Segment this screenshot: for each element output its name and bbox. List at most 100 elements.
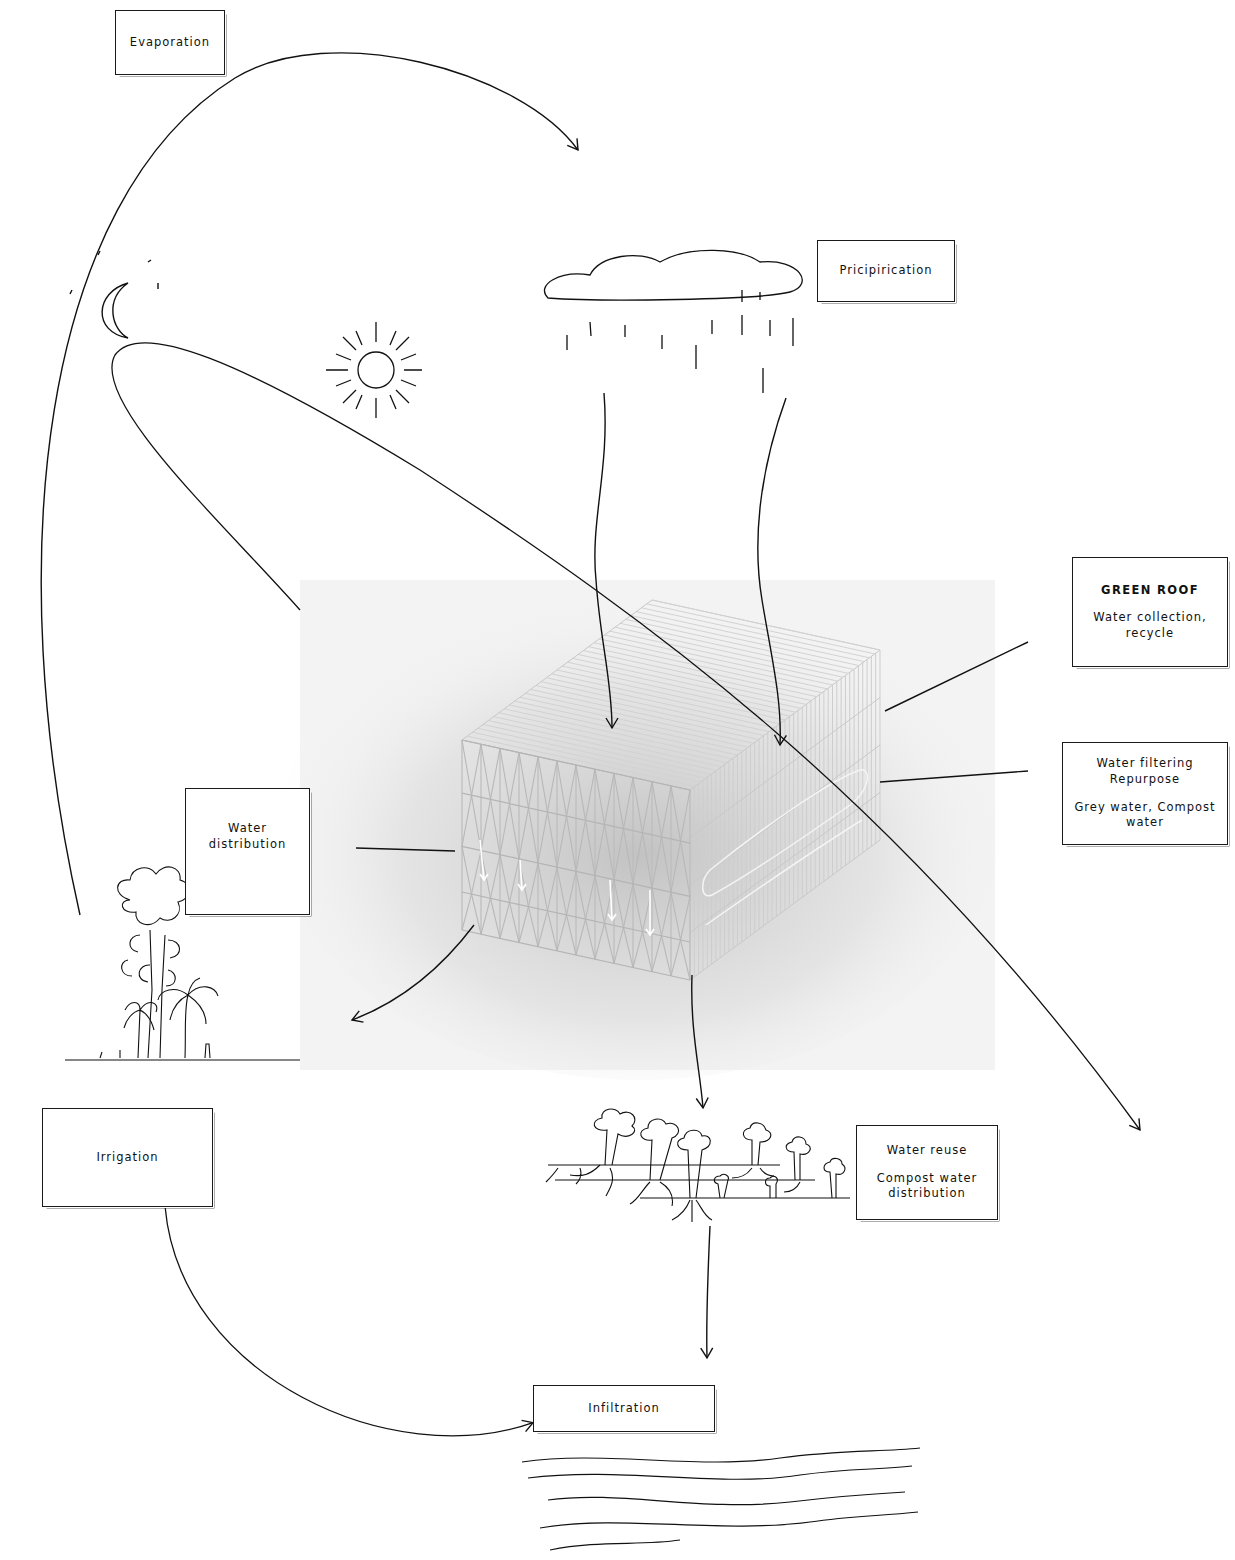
trees [148,930,165,1058]
lattice-member [481,744,491,799]
box-body: Water collection, recycle [1083,610,1217,641]
water-flow-arrow [608,880,616,920]
lattice-member [529,907,539,947]
box-heading: Infiltration [588,1401,659,1417]
lattice-member [605,824,615,879]
evaporation-box: Evaporation [115,10,225,75]
lattice-member [519,753,529,808]
lattice-member [651,782,652,972]
lattice-member [595,923,605,959]
lattice-member [633,884,643,932]
lattice-member [576,820,586,871]
flow-arrow [352,925,474,1020]
trees [65,1059,300,1060]
lattice-member [576,871,586,919]
plants [641,1119,679,1180]
lattice-member [557,816,567,867]
water-flow-arrow [480,840,488,880]
lattice-member [519,907,529,943]
lattice-member [481,898,491,934]
lattice-member [689,790,690,980]
lattice-member [690,790,691,980]
plants [714,1174,777,1198]
lattice-member [652,888,662,936]
flow-connector [165,1207,533,1436]
lattice-member [662,936,672,976]
lattice-member [670,786,671,976]
rain-arrows [758,398,786,745]
lattice-member [652,782,662,837]
precipitation-box: Pricipirication [817,240,955,302]
lattice-building [462,600,880,980]
lattice-member [567,915,577,955]
lattice-member [586,820,596,875]
lattice-member [462,930,690,980]
lattice-member [681,790,691,841]
lattice-member [462,846,690,896]
moon [102,283,128,338]
lattice-member [595,824,605,875]
lattice-member [614,829,624,880]
box-heading: Water filtering Repurpose [1073,756,1217,787]
lattice-member [462,894,472,930]
lattice-member [671,940,681,976]
flow-arrow [352,925,710,1358]
sun-path [112,343,1140,1130]
lattice-member [632,778,633,968]
lattice-member [671,786,681,841]
lattice-member [595,876,605,924]
irrigation-box: Irrigation [42,1108,213,1207]
lattice-member [576,765,586,820]
lattice-member [538,757,548,812]
groundwater-waves [522,1448,920,1550]
box-heading: Evaporation [130,35,210,51]
plants [824,1158,845,1198]
water-loop [706,820,862,925]
box-heading: Pricipirication [840,263,933,279]
lattice-member [662,837,672,892]
lattice-member [510,902,520,942]
lattice-member [681,940,691,980]
lattice-member [557,761,567,816]
lattice-member [631,616,859,666]
lattice-member [491,799,501,854]
rain-cloud [544,250,802,300]
water-flow-arrow [646,890,654,935]
lattice-member [614,773,624,828]
lattice-member [567,765,577,816]
lattice-member [633,833,643,884]
lattice-member [652,936,662,972]
lattice-member [548,761,558,812]
water-distribution-box: Water distribution [185,788,310,915]
plants [678,1130,711,1198]
plants [546,1165,800,1222]
lattice-member [538,911,548,947]
sun [358,352,394,388]
green-roof-box: GREEN ROOFWater collection, recycle [1072,557,1228,667]
lattice-member [633,778,643,833]
trees [124,1003,157,1059]
box-heading: Water distribution [196,821,299,852]
lattice-member [614,927,624,963]
rain-arrows [595,393,612,728]
lattice-member [643,833,653,888]
trees [122,935,180,986]
lattice-member [567,871,577,915]
lattice-member [681,841,691,896]
rain-cloud [544,250,802,393]
lattice-member [480,744,481,934]
lattice-member [548,867,558,911]
lattice-member [491,898,501,938]
lattice-member [557,867,567,915]
lattice-member [462,846,472,894]
lattice-member [614,880,624,928]
moon [70,251,158,294]
lattice-member [594,769,595,959]
leader-line [880,771,1028,782]
lattice-member [576,919,586,955]
sun [326,322,422,418]
lattice-member [575,765,576,955]
